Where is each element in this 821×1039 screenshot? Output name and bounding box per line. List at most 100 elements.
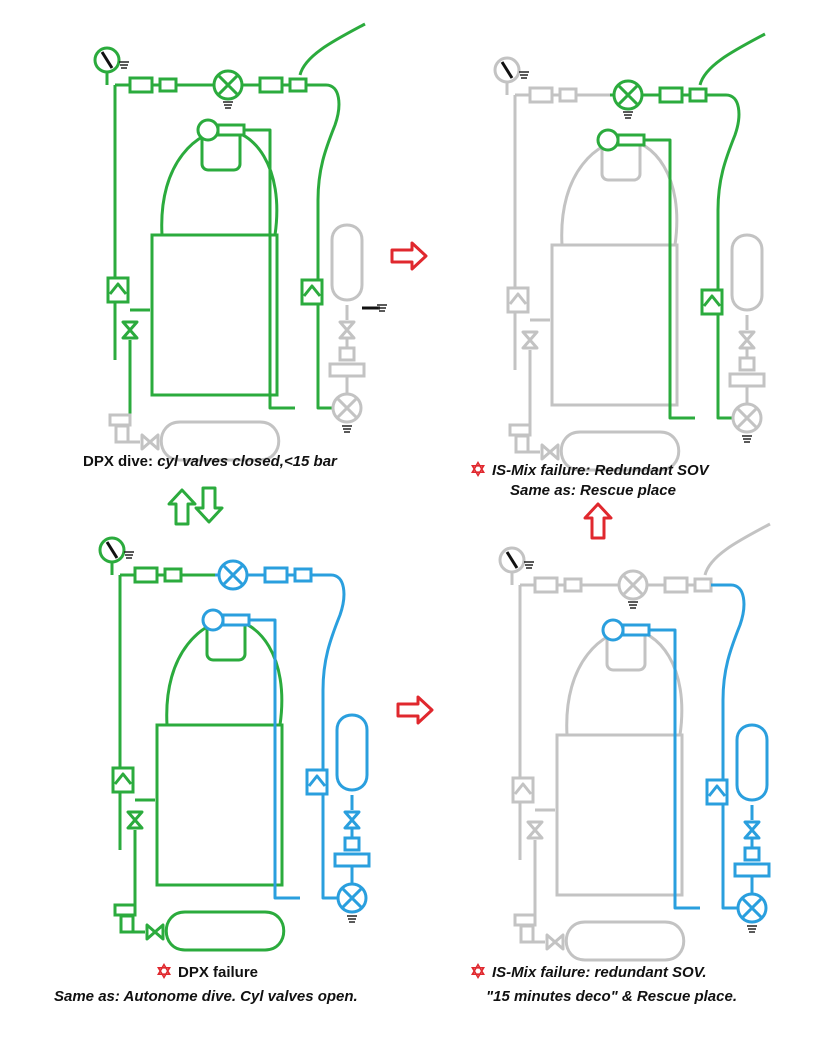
upper-regulator-small bbox=[288, 77, 308, 93]
down-arrow-icon bbox=[194, 486, 224, 524]
counterlung-manifold bbox=[728, 372, 766, 388]
panel-dpx-dive bbox=[93, 22, 387, 462]
star-icon-path bbox=[157, 963, 171, 979]
counterlung-manifold bbox=[733, 862, 771, 878]
shutoff-valve-cross bbox=[341, 887, 363, 909]
regulator-small bbox=[158, 77, 178, 93]
shutoff-valve-cross bbox=[622, 574, 644, 596]
ejector-body bbox=[621, 623, 651, 637]
ejector-bulb-icon bbox=[196, 118, 220, 142]
regulator-block bbox=[528, 86, 554, 104]
caption-dpx-failure-subtext: Same as: Autonome dive. Cyl valves open. bbox=[54, 988, 358, 1005]
ejector-bulb-icon bbox=[601, 618, 625, 642]
bailout-stem bbox=[114, 424, 130, 444]
ejector-line bbox=[244, 128, 295, 410]
bailout-valve-icon bbox=[545, 933, 565, 951]
right-riser-line bbox=[711, 583, 747, 910]
supply-hose bbox=[698, 32, 766, 86]
counterlung-manifold bbox=[328, 362, 366, 378]
upper-regulator-block bbox=[263, 566, 289, 584]
ground-symbol bbox=[347, 915, 357, 923]
ground-symbol bbox=[342, 425, 352, 433]
ejector-body bbox=[616, 133, 646, 147]
caption-is-mix-redundant: IS-Mix failure: Redundant SOV bbox=[470, 461, 709, 479]
panel-is-mix-deco bbox=[498, 522, 771, 962]
regulator-small bbox=[558, 87, 578, 103]
caption-is-mix-redundant-subtext: Same as: Rescue place bbox=[510, 482, 676, 499]
shutoff-valve-cross bbox=[741, 897, 763, 919]
shutoff-valve-cross bbox=[336, 397, 358, 419]
counterlung-filter bbox=[343, 836, 361, 852]
check-valve-housing bbox=[300, 278, 324, 306]
ground-symbol bbox=[124, 551, 134, 559]
ejector-body bbox=[221, 613, 251, 627]
counterlung-filter bbox=[338, 346, 356, 362]
check-valve-chevron bbox=[707, 784, 727, 797]
counterlung-bag bbox=[335, 713, 369, 792]
shutoff-valve-cross bbox=[222, 564, 244, 586]
bailout-stem bbox=[514, 434, 530, 454]
caption-is-mix-deco: IS-Mix failure: redundant SOV. bbox=[470, 963, 706, 981]
check-valve-chevron bbox=[702, 294, 722, 307]
right-riser-line bbox=[311, 573, 347, 900]
check-valve-chevron bbox=[302, 284, 322, 297]
upper-regulator-block bbox=[658, 86, 684, 104]
gauge-needle bbox=[105, 541, 119, 559]
supply-hose bbox=[703, 522, 771, 576]
regulator-block bbox=[133, 566, 159, 584]
ejector-line bbox=[249, 618, 300, 900]
check-valve-housing bbox=[506, 286, 530, 314]
check-valve-housing bbox=[305, 768, 329, 796]
regulator-small bbox=[163, 567, 183, 583]
regulator-small bbox=[563, 577, 583, 593]
upper-regulator-small bbox=[293, 567, 313, 583]
counterlung-valve-icon bbox=[343, 810, 361, 830]
counterlung-filter bbox=[738, 356, 756, 372]
caption-dpx-failure-sub: Same as: Autonome dive. Cyl valves open. bbox=[54, 988, 358, 1005]
upper-regulator-small bbox=[688, 87, 708, 103]
caption-is-mix-deco-subtext: "15 minutes deco" & Rescue place. bbox=[486, 988, 737, 1005]
caption-dpx-failure-title: DPX failure bbox=[178, 964, 259, 981]
ejector-line bbox=[649, 628, 700, 910]
ejector-bulb-icon bbox=[201, 608, 225, 632]
ground-symbol bbox=[377, 304, 387, 312]
left-cylinder-valve-icon bbox=[521, 330, 539, 350]
shutoff-valve-cross bbox=[217, 74, 239, 96]
bailout-cylinder bbox=[164, 910, 286, 952]
bailout-regulator bbox=[108, 413, 132, 427]
ground-symbol bbox=[119, 61, 129, 69]
ground-symbol bbox=[623, 111, 633, 119]
ejector-bulb-icon bbox=[596, 128, 620, 152]
bailout-valve-icon bbox=[140, 433, 160, 451]
caption-dpx-failure: DPX failure bbox=[156, 963, 258, 981]
caption-dpx-dive-label: DPX dive: bbox=[83, 453, 158, 470]
upper-regulator-block bbox=[663, 576, 689, 594]
regulator-block bbox=[128, 76, 154, 94]
caption-is-mix-redundant-title: IS-Mix failure: Redundant SOV bbox=[492, 462, 709, 479]
cylinder-body bbox=[150, 233, 279, 397]
check-valve-housing bbox=[700, 288, 724, 316]
check-valve-chevron bbox=[508, 292, 528, 305]
caption-is-mix-deco-title: IS-Mix failure: redundant SOV. bbox=[492, 964, 707, 981]
counterlung-filter bbox=[743, 846, 761, 862]
star-icon bbox=[471, 963, 485, 979]
panel-is-mix-redundant bbox=[493, 32, 766, 472]
bailout-regulator bbox=[513, 913, 537, 927]
bailout-regulator bbox=[508, 423, 532, 437]
counterlung-valve-icon bbox=[743, 820, 761, 840]
ejector-line bbox=[644, 138, 695, 420]
right-arrow-icon bbox=[396, 695, 434, 725]
counterlung-bag bbox=[735, 723, 769, 802]
upper-regulator-small bbox=[693, 577, 713, 593]
star-icon bbox=[157, 963, 171, 979]
ground-symbol bbox=[747, 925, 757, 933]
ground-symbol bbox=[524, 561, 534, 569]
shutoff-valve-cross bbox=[617, 84, 639, 106]
counterlung-bag bbox=[730, 233, 764, 312]
bailout-valve-icon bbox=[540, 443, 560, 461]
gauge-needle bbox=[500, 61, 514, 79]
upper-regulator-block bbox=[258, 76, 284, 94]
star-icon-path bbox=[471, 461, 485, 477]
check-valve-chevron bbox=[108, 282, 128, 295]
